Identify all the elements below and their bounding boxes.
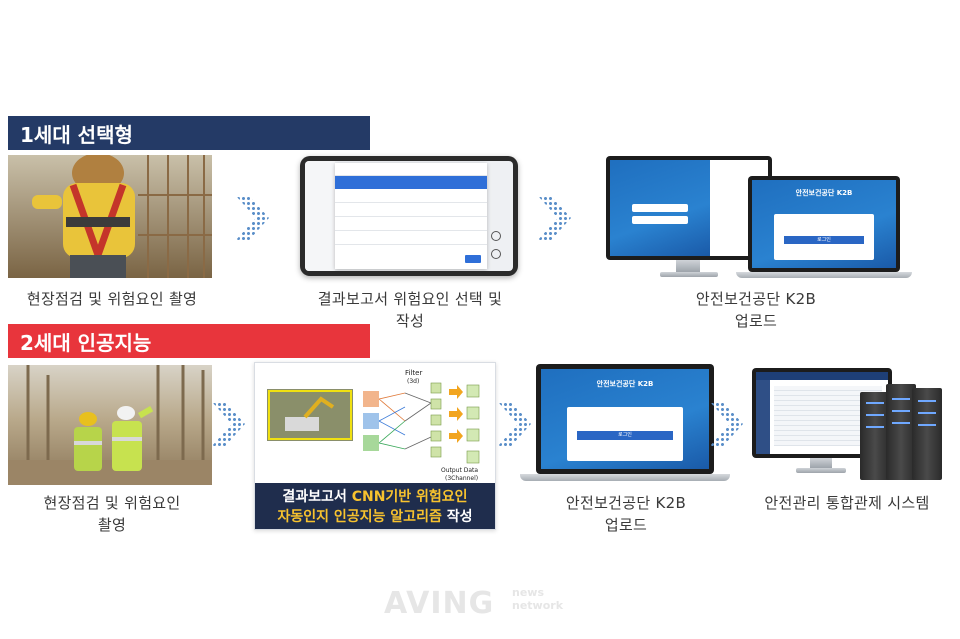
generation-1-band: 1세대 선택형 — [8, 116, 370, 150]
cnn-caption: 결과보고서 CNN기반 위험요인 자동인지 인공지능 알고리즘 작성 — [255, 483, 495, 529]
dialog-option[interactable] — [335, 203, 487, 217]
generation-1-label: 1세대 선택형 — [20, 122, 133, 147]
watermark-main: AVING — [384, 586, 495, 621]
cnn-caption-text: 작성 — [441, 509, 473, 525]
dialog-header — [335, 163, 487, 176]
cnn-caption-line-2: 자동인지 인공지능 알고리즘 작성 — [255, 507, 495, 527]
site-inspection-photo — [8, 365, 212, 485]
k2b-brand: 안전보건공단 K2B — [596, 380, 654, 388]
monitor-stand-base — [796, 468, 846, 473]
phone-screen — [305, 161, 513, 271]
dashboard-header — [756, 372, 888, 380]
filter-sub-label: (3d) — [407, 378, 419, 385]
generation-2-label: 2세대 인공지능 — [20, 330, 152, 355]
add-circle-icon — [491, 249, 501, 259]
mobile-phone-mockup — [300, 156, 518, 276]
login-card: 로그인 — [567, 407, 683, 461]
laptop-display: 안전보건공단 K2B 로그인 — [752, 180, 896, 268]
site-inspection-photo — [8, 155, 212, 278]
flow-arrow-icon — [212, 402, 245, 446]
filter-label: Filter — [405, 369, 422, 377]
generation-2-band: 2세대 인공지능 — [8, 324, 370, 358]
flow-arrow-icon — [538, 196, 571, 240]
login-button[interactable]: 로그인 — [577, 431, 673, 440]
monitor-stand — [810, 458, 832, 468]
cnn-caption-text: 결과보고서 — [282, 489, 352, 505]
hazard-selection-dialog — [335, 163, 487, 269]
dialog-option[interactable] — [335, 189, 487, 203]
laptop-screen: 안전보건공단 K2B 로그인 — [748, 176, 900, 272]
dialog-selected-item[interactable] — [335, 176, 487, 189]
output-label: Output Data — [441, 467, 478, 474]
server-rack-icon — [860, 392, 890, 480]
workers-helmet-illustration — [8, 365, 212, 485]
step-caption: 안전관리 통합관제 시스템 — [764, 494, 930, 512]
id-field[interactable] — [632, 204, 688, 212]
login-card: 로그인 — [774, 214, 874, 260]
step-caption: 현장점검 및 위험요인 촬영 — [43, 494, 181, 534]
step-caption: 결과보고서 위험요인 선택 및 작성 — [317, 290, 503, 330]
aving-watermark: AVING — [384, 586, 494, 621]
login-button[interactable]: 로그인 — [784, 236, 864, 244]
server-lights — [866, 398, 936, 428]
watermark-sub-2: network — [512, 599, 564, 612]
add-circle-icon — [491, 231, 501, 241]
worker-harness-illustration — [8, 155, 212, 278]
aving-watermark-sub: news network — [512, 586, 563, 612]
step-caption: 안전보건공단 K2B 업로드 — [565, 494, 687, 534]
cnn-caption-highlight: CNN기반 위험요인 — [351, 489, 468, 505]
laptop-screen: 안전보건공단 K2B 로그인 — [536, 364, 714, 474]
dialog-option[interactable] — [335, 217, 487, 231]
cnn-caption-line-1: 결과보고서 CNN기반 위험요인 — [255, 487, 495, 507]
password-field[interactable] — [632, 216, 688, 224]
laptop-base — [736, 272, 912, 278]
k2b-brand: 안전보건공단 K2B — [795, 189, 853, 197]
step-caption: 현장점검 및 위험요인 촬영 — [26, 290, 198, 308]
step-caption: 안전보건공단 K2B 업로드 — [695, 290, 817, 330]
cnn-caption-highlight: 자동인지 인공지능 알고리즘 — [277, 509, 442, 525]
flow-arrow-icon — [236, 196, 269, 240]
output-sub-label: (3Channel) — [445, 475, 478, 482]
watermark-sub-1: news — [512, 586, 545, 599]
laptop-display: 안전보건공단 K2B 로그인 — [541, 369, 709, 469]
cnn-algorithm-figure: Filter (3d) Output Data (3Channel) 결과보고서… — [254, 362, 496, 530]
dialog-option[interactable] — [335, 231, 487, 245]
dialog-confirm-button[interactable] — [465, 255, 481, 263]
cnn-network-diagram: Filter (3d) Output Data (3Channel) — [267, 369, 480, 482]
laptop-base — [520, 474, 730, 481]
flow-arrow-icon — [710, 402, 743, 446]
monitor-stand-base — [660, 272, 718, 277]
phone-background-form — [305, 161, 335, 271]
monitor-stand — [676, 260, 700, 272]
monitor-login-panel — [610, 160, 710, 256]
server-rack-icon — [912, 388, 942, 480]
dashboard-sidebar — [756, 380, 770, 454]
